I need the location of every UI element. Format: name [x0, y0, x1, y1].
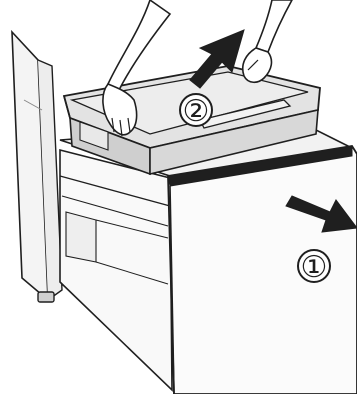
drawer-body	[60, 150, 172, 390]
right-hand	[243, 0, 292, 82]
step-two-label: ②	[183, 94, 210, 129]
cabinet-side-panel	[12, 32, 62, 300]
step-two-badge: ②	[180, 94, 212, 129]
cabinet-foot	[38, 292, 54, 302]
step-one-badge: ①	[298, 250, 330, 285]
step-one-label: ①	[301, 250, 328, 285]
